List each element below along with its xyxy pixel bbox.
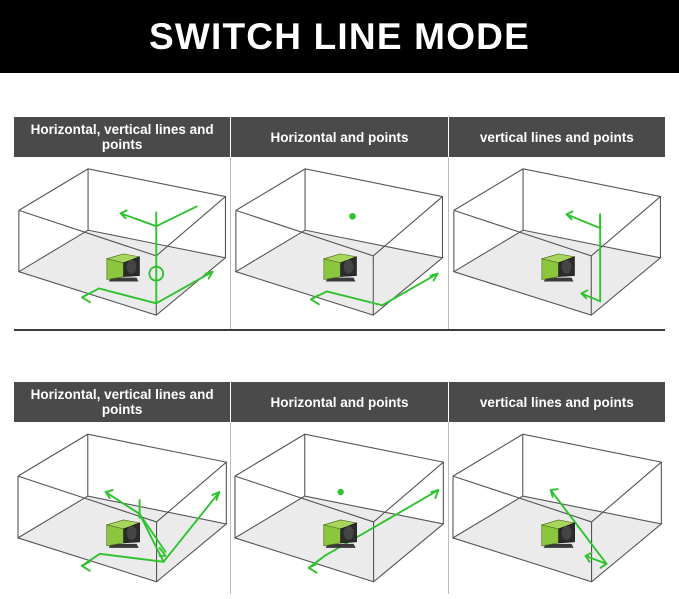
room-diagram-diagonal-vertical-points (451, 433, 663, 583)
room-diagram-horizontal-vertical-points (17, 168, 227, 316)
laser-level-device (105, 519, 141, 548)
room-diagram-horizontal-points (234, 168, 445, 316)
mode-label-horizontal-vertical-points-2: Horizontal, vertical lines and points (14, 382, 232, 422)
diagram-row-2 (14, 422, 665, 594)
diagram-cell-diagonal-vertical-points-2 (449, 422, 665, 594)
page-title-bar: SWITCH LINE MODE (0, 0, 679, 73)
diagram-cell-horizontal-vertical-points-1 (14, 157, 232, 329)
laser-level-device (323, 253, 358, 282)
mode-label-horizontal-vertical-points-1: Horizontal, vertical lines and points (14, 117, 232, 157)
diagram-cell-diagonal-horizontal-vertical-points-2 (14, 422, 232, 594)
ceiling-laser-point (337, 488, 345, 496)
header-row-2: Horizontal, vertical lines and points Ho… (14, 382, 665, 422)
laser-level-device (540, 519, 576, 548)
mode-table-row-1: Horizontal, vertical lines and points Ho… (14, 117, 665, 331)
room-diagram-vertical-points (452, 168, 662, 316)
room-diagram-diagonal-horizontal-vertical-points (16, 433, 228, 583)
diagram-cell-diagonal-horizontal-points-2 (231, 422, 449, 594)
diagram-cell-vertical-points-1 (449, 157, 665, 329)
page-title: SWITCH LINE MODE (149, 15, 530, 57)
mode-table-row-2: Horizontal, vertical lines and points Ho… (14, 382, 665, 594)
laser-level-device (540, 253, 576, 282)
diagram-cell-horizontal-points-1 (231, 157, 449, 329)
laser-level-device (322, 519, 359, 548)
mode-label-vertical-points-2: vertical lines and points (479, 394, 634, 410)
room-diagram-diagonal-horizontal-points (233, 433, 445, 583)
ceiling-laser-point (349, 212, 357, 220)
diagram-row-1 (14, 157, 665, 331)
mode-label-horizontal-points-1: Horizontal and points (231, 117, 449, 157)
mode-label-horizontal-points-2: Horizontal and points (231, 382, 449, 422)
header-row-1: Horizontal, vertical lines and points Ho… (14, 117, 665, 157)
mode-label-vertical-points-1: vertical lines and points (479, 129, 634, 145)
laser-level-device (105, 253, 141, 282)
